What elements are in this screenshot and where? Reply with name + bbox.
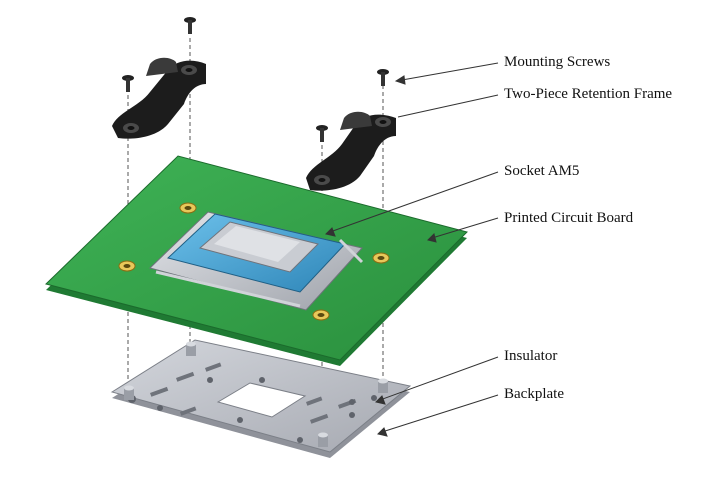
screw-4 — [316, 125, 328, 142]
screw-2 — [122, 75, 134, 92]
retention-frame-right — [306, 111, 396, 191]
standoff-posts — [124, 341, 388, 447]
screw-3 — [377, 69, 389, 86]
label-mounting-screws: Mounting Screws — [504, 54, 611, 70]
label-pcb: Printed Circuit Board — [504, 210, 634, 226]
label-insulator: Insulator — [504, 348, 558, 364]
label-backplate: Backplate — [504, 386, 564, 402]
socket-am5 — [149, 211, 364, 311]
backplate — [110, 339, 412, 458]
mounting-screws — [122, 17, 389, 142]
mounting-pads — [118, 202, 390, 321]
retention-frame-left — [112, 57, 206, 139]
leader-lines — [325, 62, 499, 437]
label-retention-frame: Two-Piece Retention Frame — [504, 86, 673, 102]
label-socket: Socket AM5 — [504, 163, 580, 179]
screw-1 — [184, 17, 196, 34]
